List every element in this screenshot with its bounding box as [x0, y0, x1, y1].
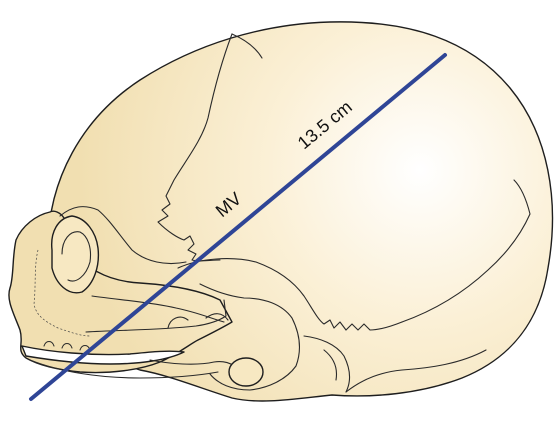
mentovertical-diameter-line [29, 53, 447, 401]
zygomatic-arch [91, 295, 225, 323]
sphenoid-outline [59, 206, 187, 265]
frontal-suture-curve [231, 33, 263, 59]
temporal-process [167, 316, 189, 329]
temporal-bone [199, 283, 301, 391]
mastoid-lines [303, 335, 351, 393]
orbit [51, 215, 100, 294]
mandible-body [29, 359, 219, 379]
coronal-suture [157, 33, 233, 262]
lambdoid-suture [401, 179, 531, 323]
occipital-lower-suture [345, 349, 487, 393]
zygomatic-root [205, 313, 229, 321]
squamosal-suture [177, 258, 403, 331]
external-auditory-meatus [228, 357, 264, 387]
orbit-inner-rim [61, 231, 92, 282]
